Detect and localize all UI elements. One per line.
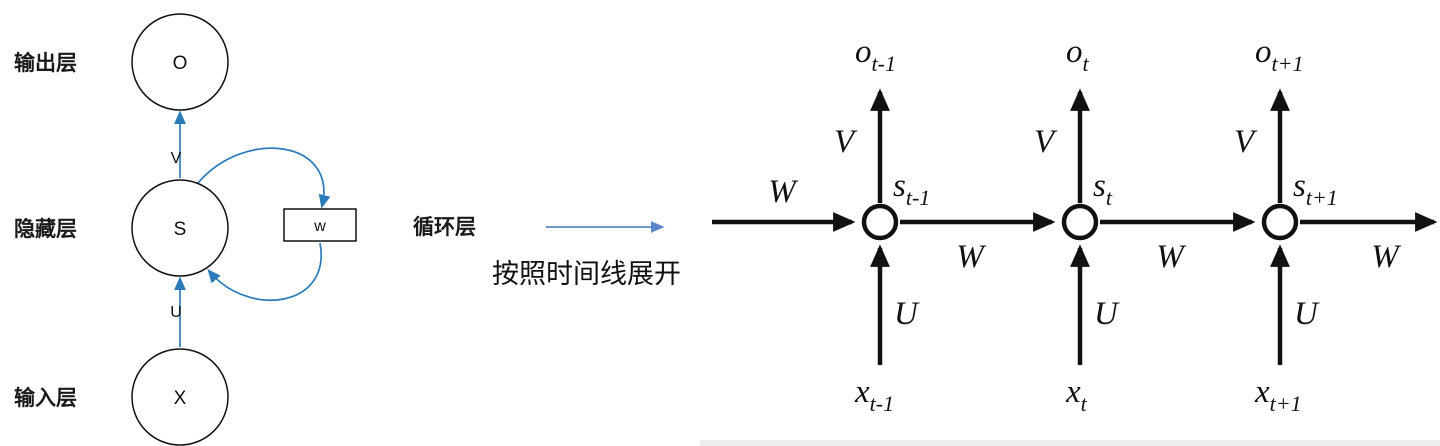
x-label: xt-1 <box>854 374 894 416</box>
w-label-1: W <box>956 239 986 275</box>
hidden-state-circle <box>1261 203 1299 241</box>
output-layer-label: 输出层 <box>14 51 77 75</box>
s-label-main: s <box>1293 168 1306 204</box>
bottom-strip <box>700 440 1440 446</box>
output-node-circle <box>131 13 229 111</box>
recurrent-loop-upper <box>197 147 331 209</box>
o-label-main: o <box>855 34 872 70</box>
rnn-unit-t-plus-1: ot+1 V st+1 U xt+1 <box>1234 34 1338 416</box>
recurrent-layer-label: 循环层 <box>413 215 476 239</box>
o-label: ot+1 <box>1255 34 1303 76</box>
input-node-label: X <box>174 388 187 409</box>
weight-box-label: w <box>313 218 326 235</box>
s-label-sub: t+1 <box>1306 185 1338 210</box>
x-label-main: x <box>1254 374 1270 410</box>
unrolled-rnn: W W W W ot-1 V st-1 U xt-1 <box>700 34 1440 446</box>
x-label-main: x <box>854 374 870 410</box>
s-label-sub: t-1 <box>906 185 930 210</box>
input-node-circle <box>131 348 229 446</box>
x-label: xt+1 <box>1254 374 1302 416</box>
s-label: st+1 <box>1293 168 1338 210</box>
w-label-2: W <box>1156 239 1186 275</box>
recurrent-loop-lower <box>207 242 323 302</box>
u-label: U <box>1294 296 1320 332</box>
s-label: st <box>1093 168 1113 210</box>
x-label-sub: t-1 <box>870 391 894 416</box>
hidden-layer-label: 隐藏层 <box>14 218 77 241</box>
v-label: V <box>834 124 858 160</box>
v-label: V <box>1034 124 1058 160</box>
o-label: ot <box>1066 34 1090 76</box>
hidden-state-circle <box>1061 203 1099 241</box>
v-edge-label: V <box>171 150 182 167</box>
o-label-sub: t <box>1083 51 1090 76</box>
u-edge-label: U <box>170 304 182 321</box>
unfold-label: 按照时间线展开 <box>492 259 681 289</box>
weight-box <box>283 208 357 242</box>
input-layer-label: 输入层 <box>14 386 77 410</box>
w-label-0: W <box>768 174 798 210</box>
x-label-sub: t+1 <box>1270 391 1302 416</box>
compact-rnn: 输出层 隐藏层 输入层 V U O S X w <box>14 13 357 446</box>
o-label: ot-1 <box>855 34 896 76</box>
u-label: U <box>894 296 920 332</box>
o-label-main: o <box>1255 34 1272 70</box>
x-label-main: x <box>1065 374 1081 410</box>
rnn-unit-t: ot V st U xt <box>1034 34 1120 416</box>
output-node-label: O <box>173 53 188 74</box>
s-label-main: s <box>893 168 906 204</box>
x-label-sub: t <box>1081 391 1088 416</box>
o-label-sub: t-1 <box>872 51 896 76</box>
unfold-annotation: 循环层 按照时间线展开 <box>413 215 681 289</box>
hidden-node-circle <box>131 179 229 277</box>
hidden-node-label: S <box>174 219 187 240</box>
hidden-state-circle <box>861 203 899 241</box>
o-label-main: o <box>1066 34 1083 70</box>
s-label-main: s <box>1093 168 1106 204</box>
rnn-unit-t-minus-1: ot-1 V st-1 U xt-1 <box>834 34 930 416</box>
o-label-sub: t+1 <box>1272 51 1304 76</box>
x-label: xt <box>1065 374 1088 416</box>
w-label-3: W <box>1371 239 1401 275</box>
s-label-sub: t <box>1106 185 1113 210</box>
u-label: U <box>1094 296 1120 332</box>
v-label: V <box>1234 124 1258 160</box>
s-label: st-1 <box>893 168 930 210</box>
